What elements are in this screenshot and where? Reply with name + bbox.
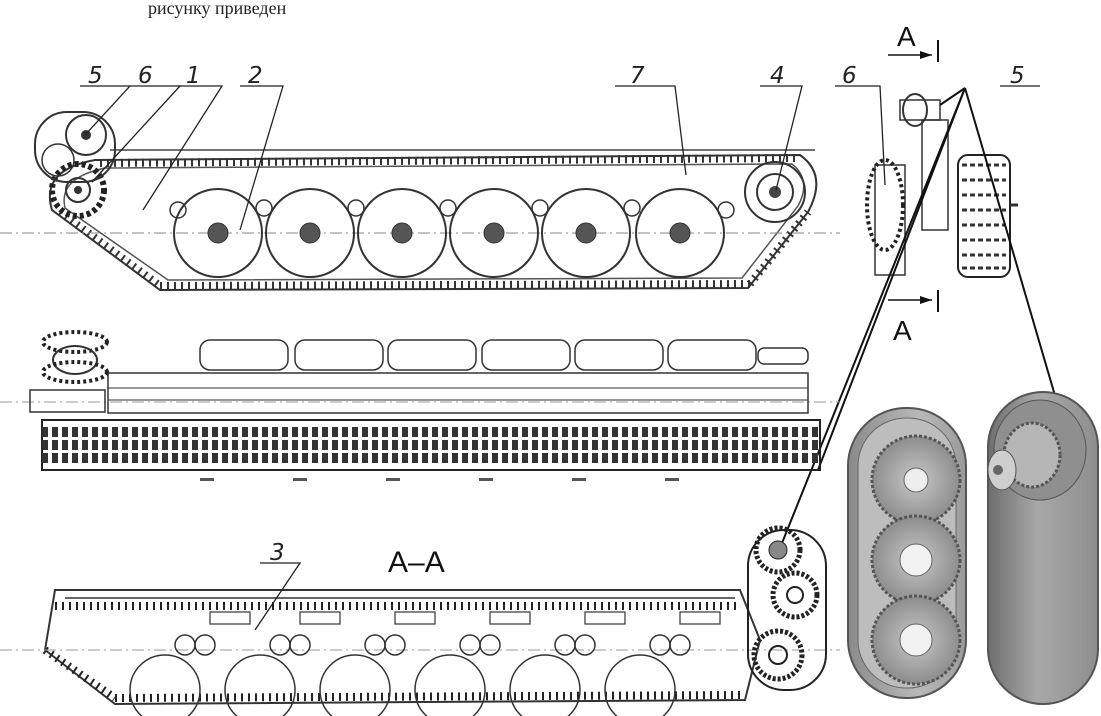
- gearbox-3d-closed: [987, 391, 1099, 705]
- callout-1: 1: [186, 63, 201, 89]
- road-wheel: [635, 188, 725, 278]
- leader-lines-top: [80, 85, 803, 231]
- callout-6-front: 6: [842, 63, 857, 89]
- gear-upper: [753, 525, 803, 575]
- callout-5-front: 5: [1010, 63, 1025, 89]
- front-view: [865, 40, 1018, 312]
- track-teeth-lower: [159, 280, 751, 290]
- road-wheel: [541, 188, 631, 278]
- callout-4: 4: [770, 63, 785, 89]
- callout-6-top: 6: [138, 63, 153, 89]
- support-rollers: [169, 199, 735, 219]
- section-mark-top: A: [897, 21, 916, 52]
- road-wheels: [173, 188, 725, 278]
- drive-sprocket: [49, 161, 107, 219]
- suspension-units: [129, 634, 691, 716]
- callout-2: 2: [248, 63, 263, 89]
- section-view-title: A–A: [388, 546, 445, 579]
- plan-view: [0, 330, 840, 481]
- section-mark-bottom: A: [893, 315, 912, 346]
- callout-3: 3: [270, 540, 285, 566]
- gear-lower: [751, 628, 805, 682]
- gearbox-3d-open: [847, 407, 967, 699]
- leader-6-front: [835, 85, 886, 186]
- sprocket-front: [865, 158, 905, 252]
- gearbox: [34, 111, 116, 183]
- plan-wheels: [199, 339, 757, 371]
- leader-3: [254, 562, 302, 631]
- side-view: [0, 111, 840, 292]
- section-a-a-view: [0, 525, 840, 716]
- road-wheel: [173, 188, 263, 278]
- callout-7: 7: [630, 63, 645, 89]
- road-wheel: [449, 188, 539, 278]
- track-teeth-upper: [99, 154, 801, 167]
- detail-leader-lines: [779, 87, 1064, 549]
- road-wheel: [357, 188, 447, 278]
- road-wheel: [265, 188, 355, 278]
- idler-wheel: [744, 161, 806, 223]
- callout-5-top: 5: [88, 63, 103, 89]
- gear-middle: [770, 570, 820, 620]
- caption-fragment: рисунку приведен: [148, 0, 287, 18]
